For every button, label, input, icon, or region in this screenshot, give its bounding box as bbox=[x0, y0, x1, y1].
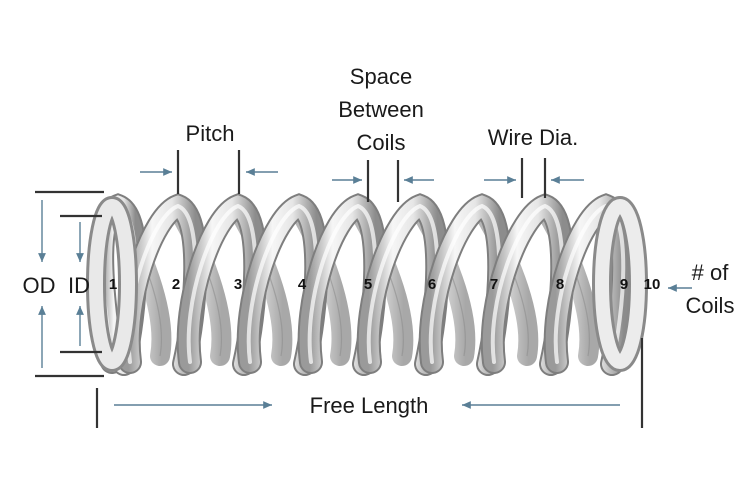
num-coils-label-line2: Coils bbox=[686, 293, 735, 318]
coil-number-labels: 1 2 3 4 5 6 7 8 9 10 bbox=[109, 276, 661, 293]
num-coils-label-line1: # of bbox=[692, 260, 730, 285]
space-label-line2: Between bbox=[338, 97, 424, 122]
free-length-label: Free Length bbox=[310, 393, 429, 418]
id-label: ID bbox=[68, 273, 90, 298]
coil-number-3: 3 bbox=[234, 276, 242, 293]
coil-number-4: 4 bbox=[298, 276, 307, 293]
spring-left-end-coil-face bbox=[89, 199, 135, 369]
pitch-label: Pitch bbox=[186, 121, 235, 146]
dimension-lines bbox=[35, 150, 692, 428]
coil-number-2: 2 bbox=[172, 276, 180, 293]
spring-right-end-coil-face bbox=[595, 199, 645, 369]
coil-number-6: 6 bbox=[428, 276, 436, 293]
coil-number-7: 7 bbox=[490, 276, 498, 293]
wire-dia-label: Wire Dia. bbox=[488, 125, 578, 150]
coil-number-9: 9 bbox=[620, 276, 628, 293]
od-label: OD bbox=[23, 273, 56, 298]
space-label-line1: Space bbox=[350, 64, 412, 89]
coil-number-1: 1 bbox=[109, 276, 117, 293]
coil-number-5: 5 bbox=[364, 276, 372, 293]
spring-illustration bbox=[86, 193, 648, 376]
spring-front-coils bbox=[86, 193, 648, 376]
coil-number-8: 8 bbox=[556, 276, 564, 293]
space-label-line3: Coils bbox=[357, 130, 406, 155]
coil-number-10: 10 bbox=[644, 276, 661, 293]
